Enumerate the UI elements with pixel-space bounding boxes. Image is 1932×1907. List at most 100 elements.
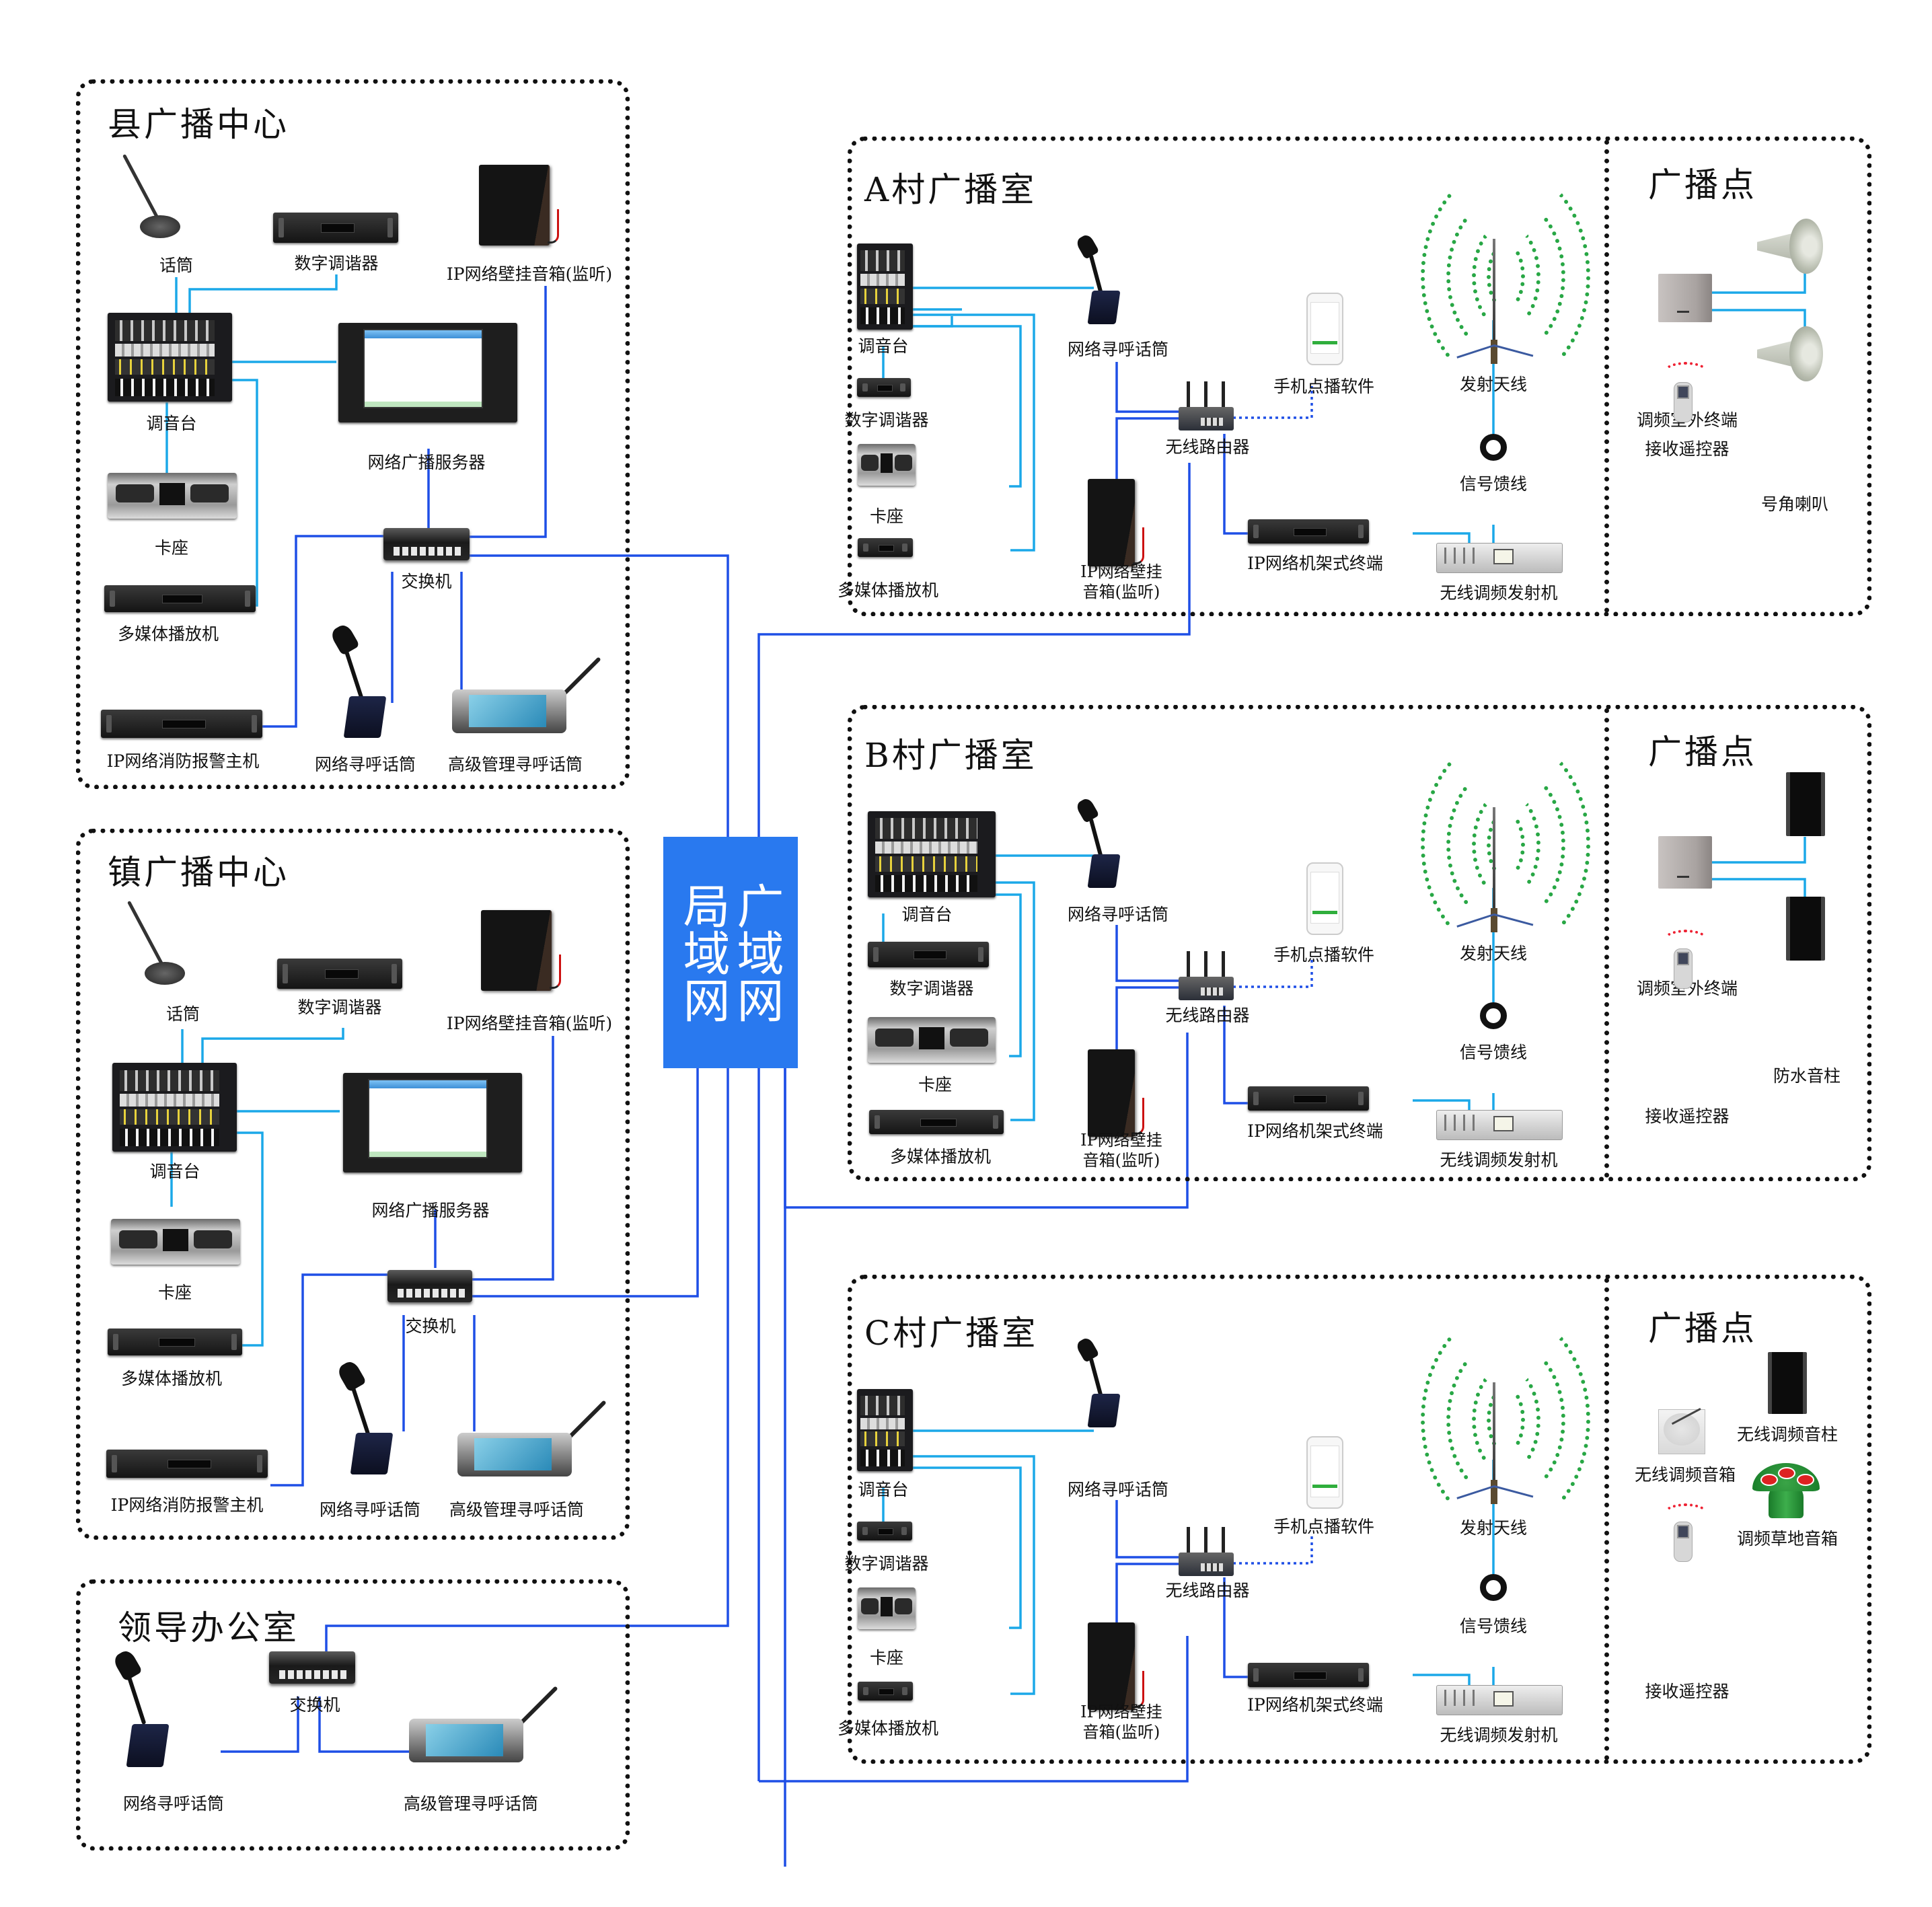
label-mixer: 调音台 xyxy=(901,905,953,924)
receiver-remote-icon xyxy=(1674,1522,1693,1562)
panel-divider xyxy=(1604,708,1609,1178)
label-line: 音箱(监听) xyxy=(1082,1723,1160,1742)
label-wall-speaker: IP网络壁挂音箱(监听) xyxy=(446,1014,613,1033)
horn-speaker-icon xyxy=(1757,219,1838,276)
label-tuner: 数字调谐器 xyxy=(844,410,929,430)
label-line: IP网络壁挂 xyxy=(1080,1703,1162,1721)
panel-title: 领导办公室 xyxy=(118,1608,299,1647)
label-mic: 话筒 xyxy=(165,1004,200,1024)
paging-mic-icon xyxy=(1074,796,1122,890)
label-wireless-column: 无线调频音柱 xyxy=(1736,1425,1838,1444)
wall-speaker-icon xyxy=(479,165,559,246)
label-adv-pager: 高级管理寻呼话筒 xyxy=(403,1794,539,1813)
media-player-icon xyxy=(858,538,913,557)
remote-signal-icon xyxy=(1663,362,1709,383)
fm-transmitter-icon xyxy=(1436,543,1563,573)
label-router: 无线路由器 xyxy=(1165,1006,1250,1025)
label-fire-alarm: IP网络消防报警主机 xyxy=(106,751,260,771)
feeder-cable-icon xyxy=(1480,1002,1507,1029)
wan-label: 广域网 xyxy=(729,882,784,1023)
antenna-base xyxy=(1491,340,1497,364)
wireless-router-icon xyxy=(1179,1527,1234,1576)
label-adv-pager: 高级管理寻呼话筒 xyxy=(449,1500,585,1520)
network-switch-icon xyxy=(387,1270,472,1302)
paging-mic-icon xyxy=(326,622,394,740)
label-antenna: 发射天线 xyxy=(1459,944,1528,963)
transmit-antenna-icon xyxy=(1493,1382,1495,1490)
label-tuner: 数字调谐器 xyxy=(297,998,382,1017)
media-player-icon xyxy=(108,1329,242,1355)
wall-speaker-icon xyxy=(481,910,561,991)
broadcast-point-title: 广播点 xyxy=(1648,1309,1757,1348)
label-media-player: 多媒体播放机 xyxy=(889,1147,992,1166)
media-player-icon xyxy=(104,585,256,612)
label-switch: 交换机 xyxy=(289,1695,340,1715)
label-deck: 卡座 xyxy=(157,1283,192,1302)
label-server: 网络广播服务器 xyxy=(367,453,486,472)
label-line: IP网络壁挂 xyxy=(1080,562,1162,581)
desktop-mic-icon xyxy=(124,888,205,989)
label-pager: 网络寻呼话筒 xyxy=(314,755,416,774)
digital-tuner-icon xyxy=(277,959,402,989)
label-rack-terminal: IP网络机架式终端 xyxy=(1247,1121,1383,1141)
mixer-icon xyxy=(857,244,913,330)
label-line: 音箱(监听) xyxy=(1082,1151,1160,1170)
label-column-speaker: 防水音柱 xyxy=(1773,1066,1841,1086)
label-remote: 接收遥控器 xyxy=(1645,1107,1730,1126)
mixer-icon xyxy=(112,1063,237,1152)
lawn-speaker-icon xyxy=(1752,1463,1820,1520)
label-feeder: 信号馈线 xyxy=(1459,1616,1528,1636)
label-feeder: 信号馈线 xyxy=(1459,1043,1528,1062)
remote-signal-icon xyxy=(1663,1503,1709,1525)
panel-title: 镇广播中心 xyxy=(108,853,289,892)
mobile-app-phone-icon xyxy=(1306,293,1343,365)
outdoor-fm-terminal-icon xyxy=(1658,836,1712,889)
ip-rack-terminal-icon xyxy=(1248,519,1369,544)
label-adv-pager: 高级管理寻呼话筒 xyxy=(447,755,583,774)
mixer-icon xyxy=(108,313,232,402)
advanced-paging-console-icon xyxy=(409,1672,564,1766)
label-mixer: 调音台 xyxy=(858,336,909,356)
feeder-cable-icon xyxy=(1480,1574,1507,1601)
paging-mic-icon xyxy=(333,1359,400,1476)
media-player-icon xyxy=(858,1682,913,1700)
horn-speaker-icon xyxy=(1757,326,1838,383)
advanced-paging-console-icon xyxy=(452,642,607,737)
label-server: 网络广播服务器 xyxy=(371,1201,490,1220)
paging-mic-icon xyxy=(1074,233,1122,326)
panel-title: B村广播室 xyxy=(864,736,1037,775)
county-center-panel: 县广播中心 xyxy=(76,79,630,789)
label-pager: 网络寻呼话筒 xyxy=(319,1500,421,1520)
wireless-router-icon xyxy=(1179,381,1234,431)
waterproof-column-speaker-icon xyxy=(1786,772,1825,836)
feeder-cable-icon xyxy=(1480,434,1507,461)
label-fire-alarm: IP网络消防报警主机 xyxy=(110,1495,264,1515)
mobile-app-phone-icon xyxy=(1306,1436,1343,1509)
waterproof-column-speaker-icon xyxy=(1786,897,1825,961)
label-phone-app: 手机点播软件 xyxy=(1273,945,1375,965)
remote-signal-icon xyxy=(1663,930,1709,951)
advanced-paging-console-icon xyxy=(457,1386,612,1480)
digital-tuner-icon xyxy=(857,1522,912,1540)
antenna-base xyxy=(1491,1480,1497,1504)
label-mixer: 调音台 xyxy=(149,1162,200,1181)
label-switch: 交换机 xyxy=(405,1316,456,1336)
fm-transmitter-icon xyxy=(1436,1685,1563,1715)
digital-tuner-icon xyxy=(857,378,911,397)
panel-divider xyxy=(1604,140,1609,613)
fire-alarm-host-icon xyxy=(101,710,262,738)
label-phone-app: 手机点播软件 xyxy=(1273,377,1375,396)
label-media-player: 多媒体播放机 xyxy=(117,624,219,644)
label-media-player: 多媒体播放机 xyxy=(120,1369,223,1388)
label-fm-tx: 无线调频发射机 xyxy=(1440,1725,1558,1745)
village-c-panel: C村广播室 xyxy=(848,1275,1871,1764)
receiver-remote-icon xyxy=(1674,948,1693,989)
label-mixer: 调音台 xyxy=(146,414,197,433)
cassette-deck-icon xyxy=(858,444,916,486)
label-mixer: 调音台 xyxy=(858,1480,909,1499)
panel-title: 县广播中心 xyxy=(108,105,289,144)
label-rack-terminal: IP网络机架式终端 xyxy=(1247,554,1383,573)
town-center-panel: 镇广播中心 xyxy=(76,829,630,1540)
label-media-player: 多媒体播放机 xyxy=(837,1719,939,1738)
digital-tuner-icon xyxy=(273,213,398,243)
